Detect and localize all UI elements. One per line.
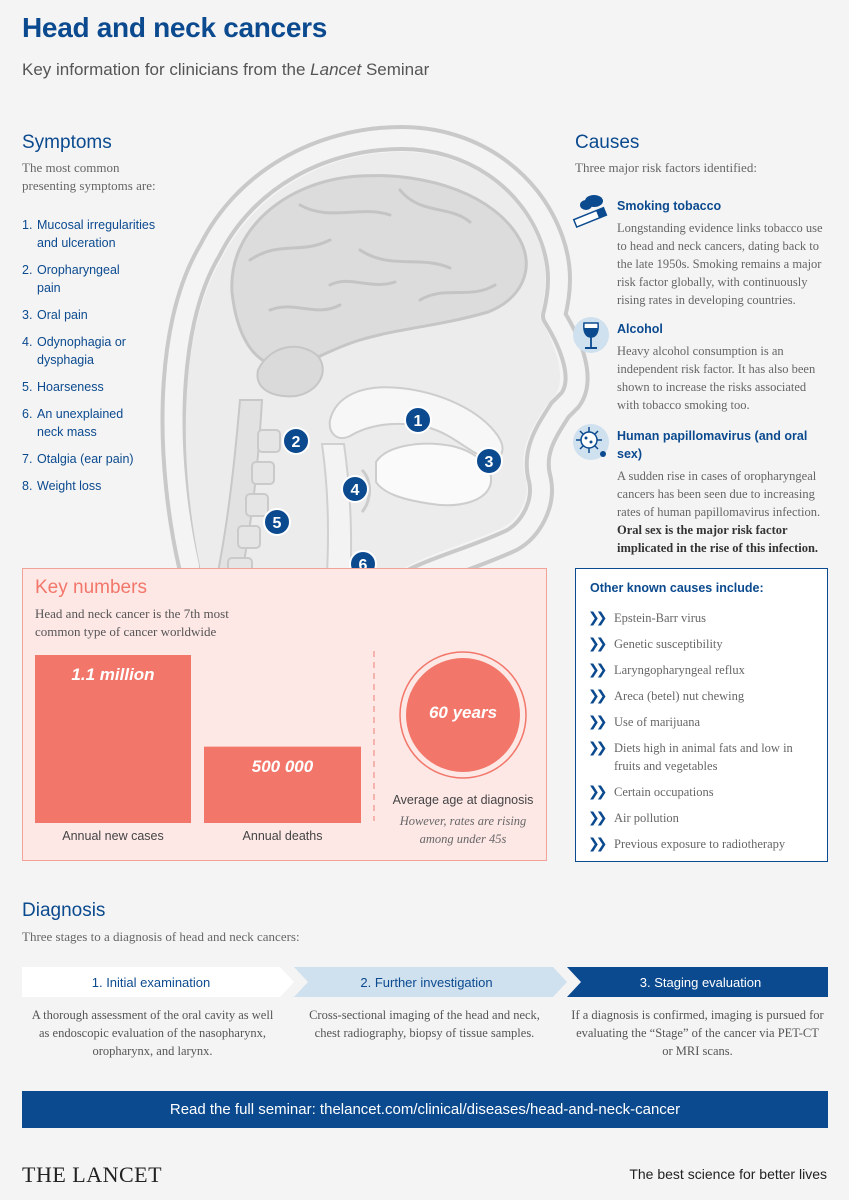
page-subtitle: Key information for clinicians from the … (22, 60, 430, 79)
page-title: Head and neck cancers (22, 12, 327, 43)
other-causes-list: ❯❯Epstein-Barr virus ❯❯Genetic susceptib… (588, 609, 823, 861)
svg-text:4: 4 (351, 482, 360, 499)
marker-2: 2 (282, 427, 310, 455)
wine-glass-icon (573, 317, 609, 353)
list-item: 8.Weight loss (22, 479, 102, 493)
stage-arrows (22, 967, 828, 997)
stage-3-label: 3. Staging evaluation (639, 974, 762, 990)
marker-4: 4 (341, 475, 369, 503)
svg-text:2: 2 (292, 434, 301, 451)
key-numbers-title: Key numbers (35, 577, 147, 598)
marker-5: 5 (263, 508, 291, 536)
age-value: 60 years (428, 703, 498, 722)
svg-text:1: 1 (414, 413, 423, 430)
symptoms-list: 1.Mucosal irregularities and ulceration … (22, 216, 172, 504)
stage-2-desc: Cross-sectional imaging of the head and … (309, 1008, 540, 1040)
svg-text:3: 3 (485, 454, 494, 471)
x-label-new-cases: Annual new cases (62, 829, 164, 843)
list-item: ❯❯Air pollution (588, 810, 679, 826)
marker-1: 1 (404, 406, 432, 434)
list-item: ❯❯Certain occupations (588, 784, 714, 800)
chevron-right-icon: ❯❯ (588, 810, 607, 826)
cause-alcohol: Alcohol Heavy alcohol consumption is an … (572, 317, 830, 414)
list-item: ❯❯Diets high in animal fats and low in f… (588, 740, 793, 773)
chevron-right-icon: ❯❯ (588, 714, 607, 730)
list-item: 1.Mucosal irregularities and ulceration (22, 218, 156, 250)
bar-chart (35, 651, 375, 823)
chevron-right-icon: ❯❯ (588, 688, 607, 704)
cause-hpv: Human papillomavirus (and oral sex) A su… (572, 424, 830, 557)
chevron-right-icon: ❯❯ (588, 784, 607, 800)
stage-3-desc: If a diagnosis is confirmed, imaging is … (571, 1008, 824, 1058)
diagnosis-title: Diagnosis (22, 900, 106, 921)
key-numbers-panel: Key numbers Head and neck cancer is the … (22, 568, 547, 861)
tagline: The best science for better lives (629, 1166, 827, 1182)
chevron-right-icon: ❯❯ (588, 610, 607, 626)
chevron-right-icon: ❯❯ (588, 662, 607, 678)
chevron-right-icon: ❯❯ (588, 836, 607, 852)
stage-1-label: 1. Initial examination (91, 974, 211, 990)
age-label: Average age at diagnosis (392, 793, 534, 807)
svg-text:6: 6 (359, 557, 368, 574)
list-item: ❯❯Use of marijuana (588, 714, 701, 730)
svg-text:5: 5 (273, 515, 282, 532)
lancet-logo: THE LANCET (22, 1162, 163, 1187)
x-label-deaths: Annual deaths (242, 829, 323, 843)
symptoms-desc: The most common presenting symptoms are: (22, 160, 156, 193)
chevron-right-icon: ❯❯ (588, 740, 607, 756)
chevron-right-icon: ❯❯ (588, 636, 607, 652)
bar-deaths (204, 746, 361, 823)
stage-2-label: 2. Further investigation (360, 974, 493, 990)
symptoms-title: Symptoms (22, 132, 112, 153)
cigarette-icon (572, 195, 608, 229)
list-item: ❯❯Genetic susceptibility (588, 636, 723, 652)
list-item: ❯❯Areca (betel) nut chewing (588, 688, 745, 704)
virus-icon (573, 424, 609, 460)
cause-smoking: Smoking tobacco Longstanding evidence li… (572, 195, 830, 309)
list-item: 5.Hoarseness (22, 380, 104, 394)
list-item: ❯❯Laryngopharyngeal reflux (588, 662, 745, 678)
key-numbers-desc: Head and neck cancer is the 7th most com… (35, 606, 229, 639)
bar-label-new-cases: 1.1 million (71, 665, 155, 684)
bar-label-deaths: 500 000 (251, 757, 314, 776)
list-item: 4.Odynophagia or dysphagia (22, 335, 126, 367)
other-causes-panel: Other known causes include: ❯❯Epstein-Ba… (575, 568, 828, 862)
stage-1-desc: A thorough assessment of the oral cavity… (31, 1008, 274, 1058)
read-seminar-link[interactable]: Read the full seminar: thelancet.com/cli… (22, 1091, 828, 1128)
list-item: 3.Oral pain (22, 308, 88, 322)
other-causes-title: Other known causes include: (590, 581, 764, 595)
oral-cavity (375, 442, 493, 507)
causes-title: Causes (575, 132, 640, 153)
list-item: 6.An unexplained neck mass (22, 407, 124, 439)
head-diagram: 1 2 3 4 5 6 (160, 125, 590, 663)
list-item: ❯❯Epstein-Barr virus (588, 610, 706, 626)
list-item: ❯❯Previous exposure to radiotherapy (588, 836, 786, 852)
list-item: 2.Oropharyngeal pain (22, 263, 120, 295)
marker-3: 3 (475, 447, 503, 475)
bar-new-cases (35, 655, 191, 823)
age-circle (399, 651, 527, 779)
causes-desc: Three major risk factors identified: (575, 160, 757, 175)
age-note: However, rates are rising among under 45… (399, 814, 527, 846)
diagnosis-desc: Three stages to a diagnosis of head and … (22, 929, 300, 944)
list-item: 7.Otalgia (ear pain) (22, 452, 134, 466)
